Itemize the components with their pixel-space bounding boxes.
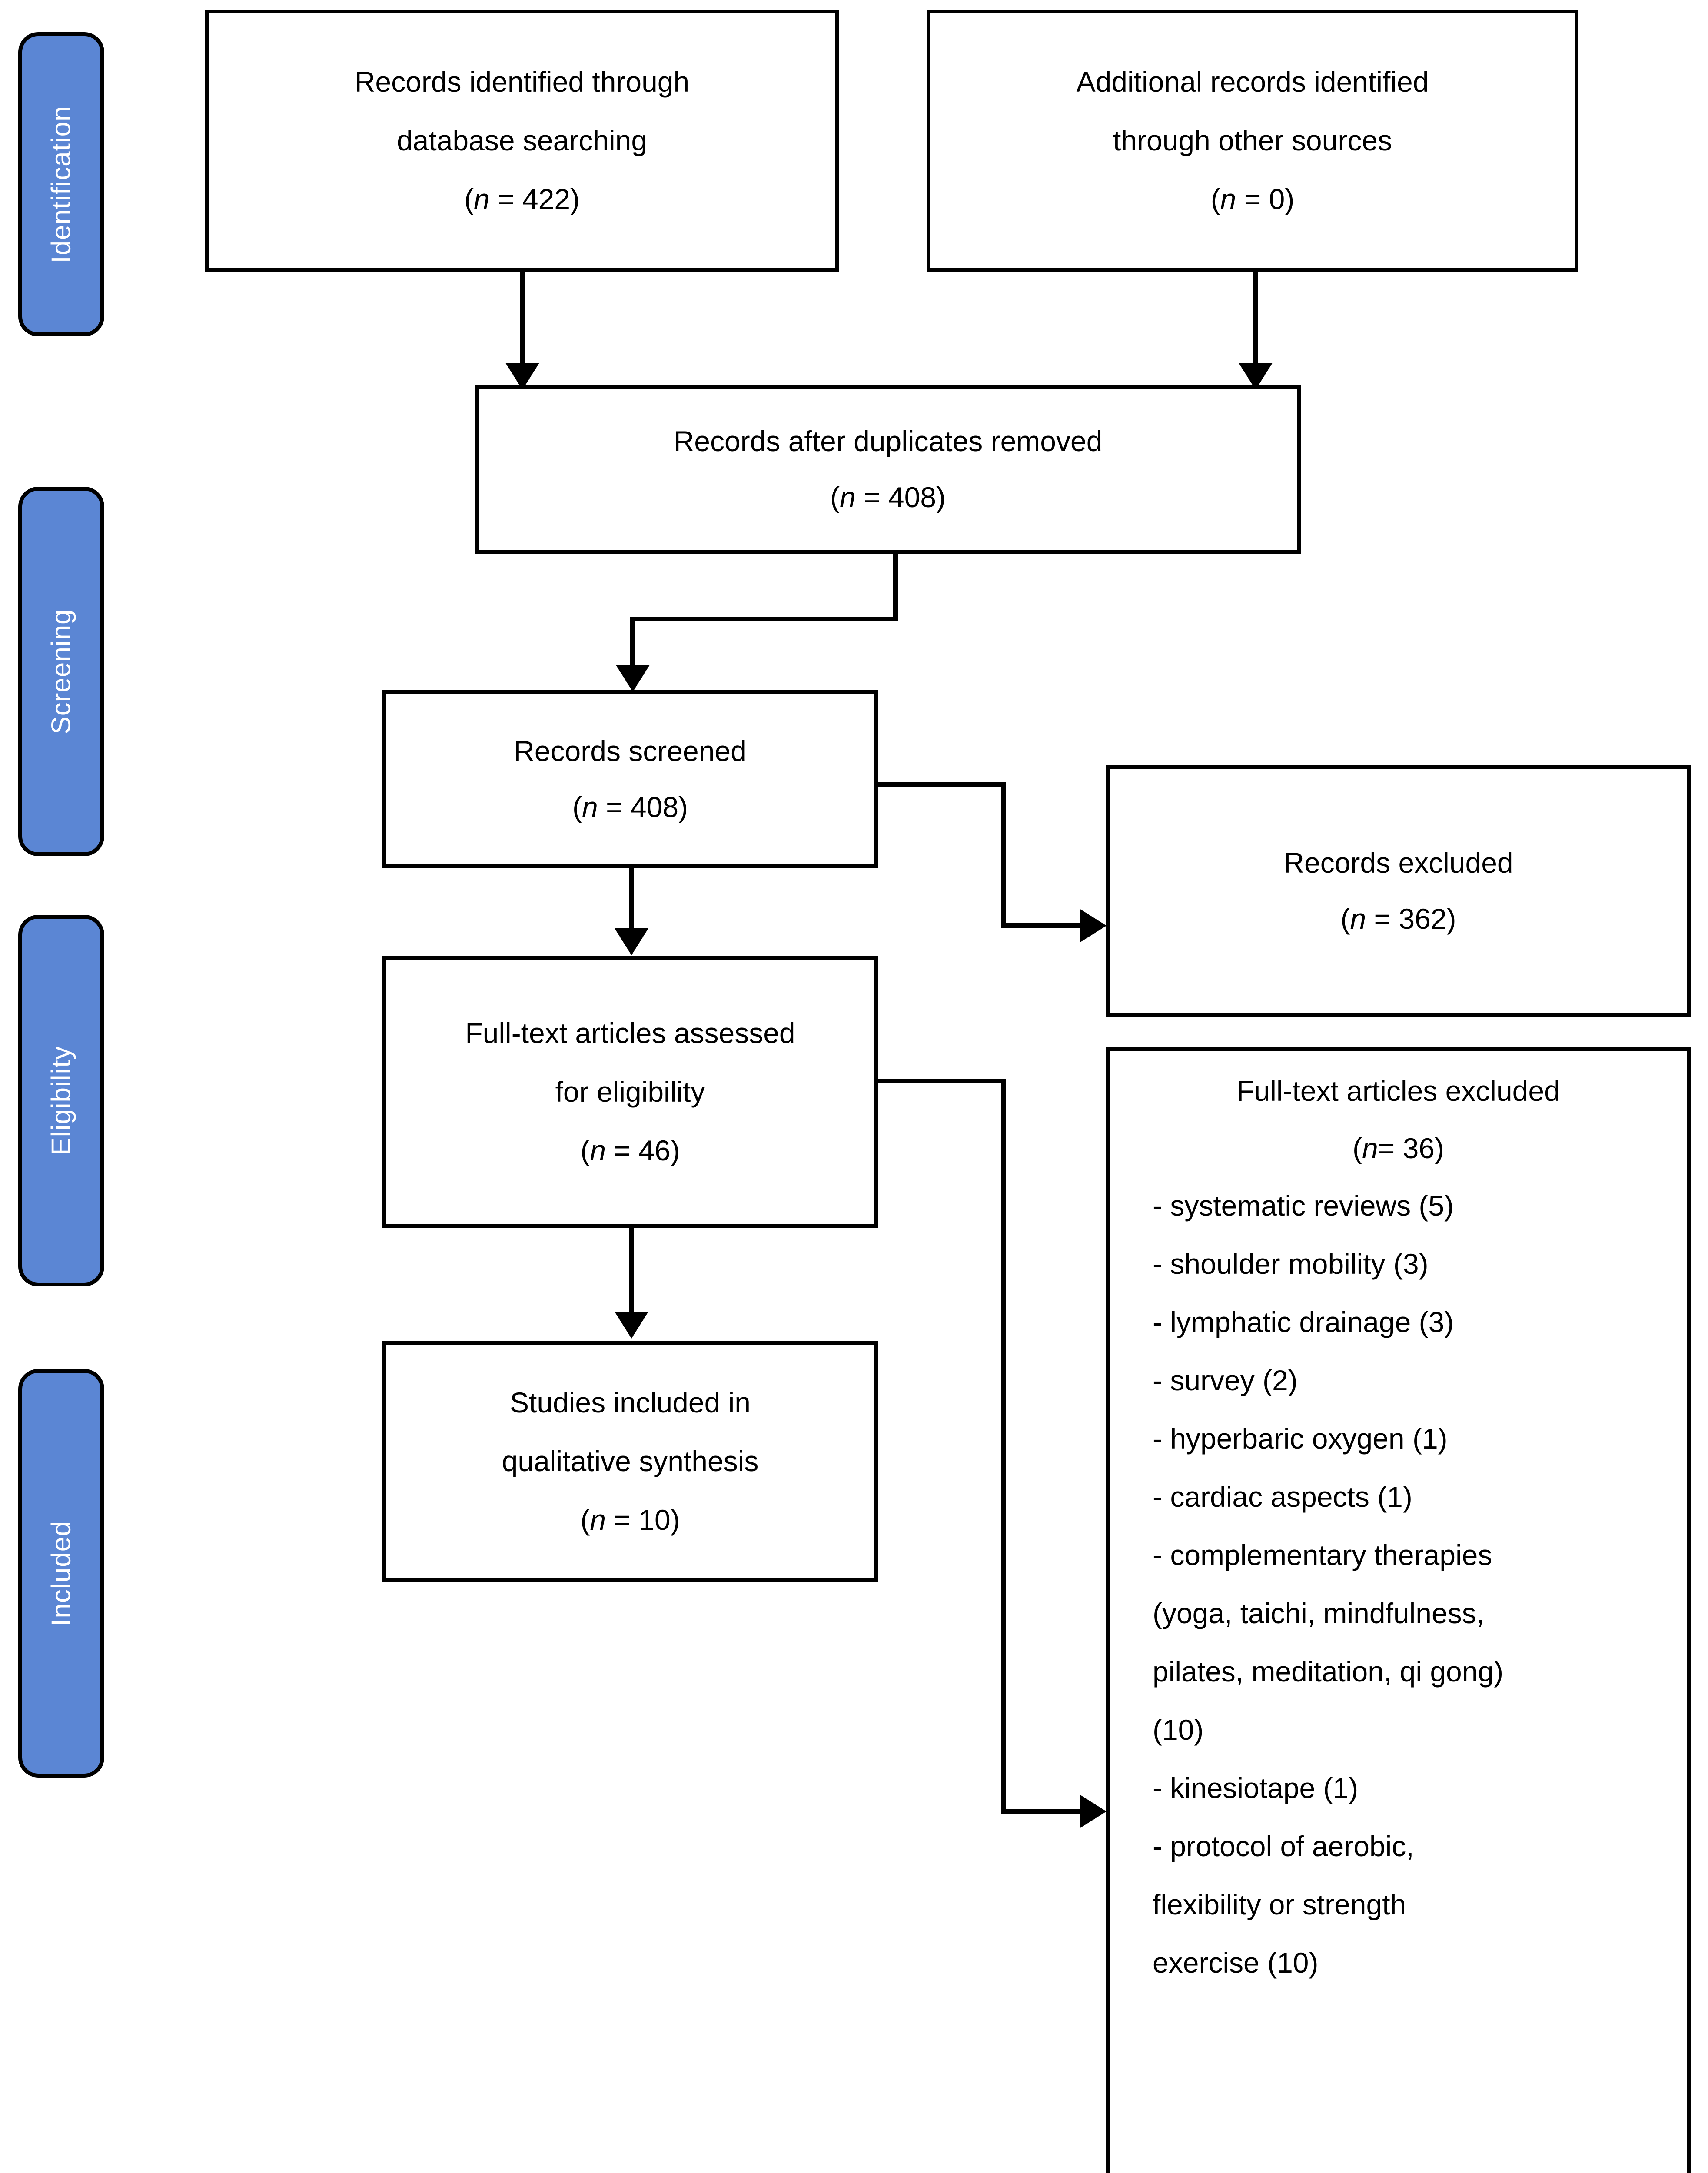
connector-fulltext-to-excluded-in: [1001, 1809, 1084, 1814]
stage-bar-included: Included: [18, 1369, 104, 1778]
stage-bar-eligibility: Eligibility: [18, 915, 104, 1286]
box-records-after-duplicates-line1: Records after duplicates removed: [673, 425, 1103, 457]
box-studies-included: Studies included in qualitative synthesi…: [382, 1341, 878, 1582]
box-records-identified-line2: database searching: [396, 124, 648, 156]
box-records-excluded: Records excluded (n = 362): [1106, 765, 1691, 1017]
connector-duplicates-step-across: [630, 617, 898, 621]
connector-fulltext-to-excluded-across: [876, 1079, 1006, 1083]
stage-label-identification: Identification: [46, 105, 76, 263]
exclusion-reason-item: exercise (10): [1153, 1947, 1319, 1979]
box-additional-records-line1: Additional records identified: [1076, 65, 1429, 98]
box-fulltext-assessed-line1: Full-text articles assessed: [465, 1017, 795, 1049]
box-records-after-duplicates: Records after duplicates removed (n = 40…: [475, 385, 1301, 554]
box-fulltext-assessed: Full-text articles assessed for eligibil…: [382, 956, 878, 1228]
exclusion-reason-item: - protocol of aerobic,: [1153, 1830, 1414, 1862]
box-fulltext-excluded-count: (n= 36): [1352, 1132, 1444, 1164]
box-fulltext-assessed-line2: for eligibility: [555, 1075, 705, 1108]
arrow-duplicates-to-screened: [616, 665, 650, 692]
box-fulltext-assessed-count: (n = 46): [580, 1134, 680, 1167]
connector-screened-to-fulltext: [629, 868, 634, 934]
arrow-fulltext-to-included: [615, 1312, 648, 1339]
exclusion-reason-item: - survey (2): [1153, 1364, 1298, 1396]
stage-label-screening: Screening: [46, 608, 76, 734]
exclusion-reason-item: - kinesiotape (1): [1153, 1772, 1359, 1804]
box-records-screened: Records screened (n = 408): [382, 690, 878, 868]
exclusion-reason-item: - hyperbaric oxygen (1): [1153, 1422, 1448, 1455]
box-studies-included-line1: Studies included in: [509, 1386, 751, 1419]
box-records-excluded-count: (n = 362): [1340, 903, 1456, 935]
box-fulltext-excluded: Full-text articles excluded (n= 36) - sy…: [1106, 1047, 1691, 2173]
exclusion-reason-item: pilates, meditation, qi gong): [1153, 1655, 1504, 1688]
connector-screened-to-excluded-in: [1001, 923, 1084, 928]
box-studies-included-count: (n = 10): [580, 1504, 680, 1536]
stage-bar-identification: Identification: [18, 32, 104, 336]
box-additional-records-line2: through other sources: [1113, 124, 1392, 156]
box-records-identified-count: (n = 422): [464, 183, 580, 216]
exclusion-reason-item: - lymphatic drainage (3): [1153, 1306, 1454, 1338]
connector-screened-to-excluded-across: [876, 782, 1006, 787]
box-records-after-duplicates-count: (n = 408): [830, 481, 946, 513]
exclusion-reason-item: - systematic reviews (5): [1153, 1190, 1454, 1222]
exclusion-reason-list: - systematic reviews (5) - shoulder mobi…: [1130, 1191, 1667, 1977]
connector-fulltext-to-excluded-down: [1001, 1079, 1006, 1813]
connector-identified-to-duplicates: [520, 272, 525, 366]
box-records-identified-line1: Records identified through: [354, 65, 690, 98]
connector-duplicates-to-screened: [630, 617, 635, 671]
stage-bar-screening: Screening: [18, 487, 104, 856]
connector-duplicates-step-down: [893, 554, 898, 621]
exclusion-reason-item: - shoulder mobility (3): [1153, 1248, 1429, 1280]
stage-label-eligibility: Eligibility: [46, 1046, 76, 1156]
exclusion-reason-item: (yoga, taichi, mindfulness,: [1153, 1597, 1485, 1629]
exclusion-reason-item: flexibility or strength: [1153, 1888, 1406, 1920]
box-additional-records: Additional records identified through ot…: [927, 10, 1578, 272]
box-records-excluded-line1: Records excluded: [1283, 846, 1513, 879]
box-fulltext-excluded-heading: Full-text articles excluded: [1236, 1075, 1560, 1107]
arrow-fulltext-to-excluded: [1080, 1794, 1107, 1828]
arrow-screened-to-excluded: [1080, 909, 1107, 943]
connector-fulltext-to-included: [629, 1228, 634, 1317]
box-records-identified: Records identified through database sear…: [205, 10, 839, 272]
exclusion-reason-item: - complementary therapies: [1153, 1539, 1492, 1571]
arrow-screened-to-fulltext: [615, 928, 648, 955]
box-records-screened-count: (n = 408): [572, 791, 688, 823]
connector-screened-to-excluded-down: [1001, 782, 1006, 926]
box-studies-included-line2: qualitative synthesis: [502, 1445, 759, 1477]
exclusion-reason-item: - cardiac aspects (1): [1153, 1481, 1412, 1513]
stage-label-included: Included: [46, 1520, 76, 1626]
box-additional-records-count: (n = 0): [1210, 183, 1295, 216]
exclusion-reason-item: (10): [1153, 1714, 1204, 1746]
connector-additional-to-duplicates: [1253, 272, 1258, 366]
box-records-screened-line1: Records screened: [514, 734, 747, 767]
